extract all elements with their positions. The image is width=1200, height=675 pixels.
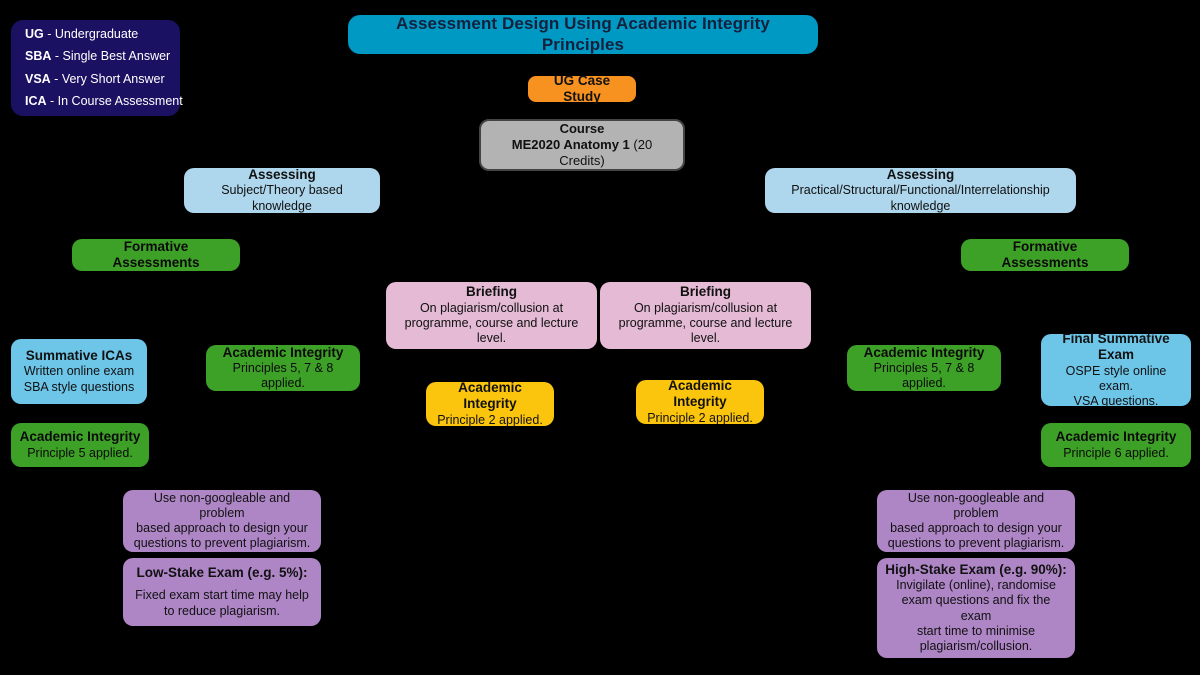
legend-sep: - [50,71,62,86]
right-non-googleable-line1: Use non-googleable and problem [907,490,1045,520]
course-box: Course ME2020 Anatomy 1 (20 Credits) [479,119,685,171]
right-assessing-box: Assessing Practical/Structural/Functiona… [765,167,1076,213]
left-integrity-578-heading: Academic Integrity [222,344,344,360]
left-formative-assessments-box: Formative Assessments [72,239,240,271]
left-non-googleable-line2: based approach to design your [136,521,308,535]
legend-full: Very Short Answer [61,71,165,86]
legend-item: UG - Undergraduate [25,27,138,42]
summative-icas-heading: Summative ICAs [25,348,133,364]
low-stake-exam-line1: Fixed exam start time may help [135,588,309,603]
abbreviation-legend: UG - Undergraduate SBA - Single Best Ans… [11,20,183,116]
left-formative-label: Formative Assessments [112,238,200,270]
ug-case-study-badge: UG Case Study [528,73,636,104]
left-assessing-body: Subject/Theory based knowledge [221,183,343,213]
low-stake-exam-box: Low-Stake Exam (e.g. 5%): Fixed exam sta… [123,558,321,626]
left-non-googleable-line1: Use non-googleable and problem [153,490,291,520]
high-stake-exam-heading: High-Stake Exam (e.g. 90%): [885,561,1067,577]
left-non-googleable-box: Use non-googleable and problem based app… [123,490,321,552]
legend-full: Single Best Answer [62,49,171,64]
right-integrity-p2-heading: Academic Integrity [668,377,732,410]
diagram-title-text: Assessment Design Using Academic Integri… [396,13,770,54]
right-assessing-heading: Assessing [886,167,955,183]
left-non-googleable-line3: questions to prevent plagiarism. [133,536,311,551]
summative-icas-line2: SBA style questions [23,379,135,394]
course-code-name: ME2020 Anatomy 1 [511,137,630,153]
right-integrity-principle2-box: Academic Integrity Principle 2 applied. [636,377,764,425]
legend-item: SBA - Single Best Answer [25,49,170,64]
left-integrity-principle5-box: Academic Integrity Principle 5 applied. [11,423,149,467]
right-integrity-principle6-box: Academic Integrity Principle 6 applied. [1041,423,1191,467]
course-credits: (20 Credits) [559,137,653,168]
final-exam-line1: OSPE style online exam. [1065,363,1167,393]
left-briefing-box: Briefing On plagiarism/collusion at prog… [386,282,597,349]
legend-sep: - [51,49,63,64]
legend-abbr: SBA [25,49,52,64]
diagram-title: Assessment Design Using Academic Integri… [348,13,818,54]
right-briefing-line1: On plagiarism/collusion at [633,300,778,315]
left-assessing-heading: Assessing [248,167,316,183]
right-non-googleable-line3: questions to prevent plagiarism. [887,536,1065,551]
low-stake-exam-line2: to reduce plagiarism. [163,603,281,618]
right-integrity-578-body: Principles 5, 7 & 8 applied. [873,360,975,391]
left-briefing-line2: programme, course and lecture level. [404,316,579,346]
right-integrity-principles578-box: Academic Integrity Principles 5, 7 & 8 a… [847,345,1001,391]
high-stake-exam-line3: start time to minimise [916,623,1036,638]
high-stake-exam-box: High-Stake Exam (e.g. 90%): Invigilate (… [877,558,1075,658]
legend-full: In Course Assessment [57,93,183,108]
right-integrity-p2-body: Principle 2 applied. [647,410,753,425]
high-stake-exam-line4: plagiarism/collusion. [919,639,1033,654]
legend-item: VSA - Very Short Answer [25,72,165,87]
right-integrity-p6-body: Principle 6 applied. [1063,445,1169,460]
legend-abbr: UG [25,27,44,41]
summative-icas-line1: Written online exam [23,364,135,379]
right-briefing-heading: Briefing [679,284,731,300]
left-briefing-heading: Briefing [465,284,517,300]
left-integrity-p5-heading: Academic Integrity [19,429,141,445]
right-integrity-578-heading: Academic Integrity [863,344,985,360]
left-assessing-box: Assessing Subject/Theory based knowledge [184,167,380,213]
high-stake-exam-line1: Invigilate (online), randomise [896,578,1056,593]
right-non-googleable-box: Use non-googleable and problem based app… [877,490,1075,552]
summative-icas-box: Summative ICAs Written online exam SBA s… [11,339,147,404]
left-integrity-578-body: Principles 5, 7 & 8 applied. [232,360,334,391]
right-integrity-p6-heading: Academic Integrity [1055,429,1177,445]
left-integrity-p2-heading: Academic Integrity [458,379,522,412]
legend-full: Undergraduate [54,27,139,41]
final-exam-line2: VSA questions. [1073,394,1159,409]
final-summative-exam-box: Final Summative Exam OSPE style online e… [1041,330,1191,409]
left-integrity-p2-body: Principle 2 applied. [437,412,543,427]
final-exam-heading: Final Summative Exam [1062,330,1170,363]
low-stake-exam-heading: Low-Stake Exam (e.g. 5%): [136,565,308,581]
legend-abbr: VSA [25,71,51,86]
legend-sep: - [46,93,58,108]
legend-item: ICA - In Course Assessment [25,94,183,109]
right-formative-assessments-box: Formative Assessments [961,239,1129,271]
left-briefing-line1: On plagiarism/collusion at [419,300,564,315]
left-integrity-p5-body: Principle 5 applied. [27,445,133,460]
left-integrity-principles578-box: Academic Integrity Principles 5, 7 & 8 a… [206,345,360,391]
ug-case-study-label: UG Case Study [553,72,611,104]
right-briefing-box: Briefing On plagiarism/collusion at prog… [600,282,811,349]
high-stake-exam-line2: exam questions and fix the exam [901,593,1051,623]
course-heading: Course [559,121,605,137]
left-integrity-principle2-box: Academic Integrity Principle 2 applied. [426,379,554,427]
right-assessing-body: Practical/Structural/Functional/Interrel… [791,183,1050,213]
right-non-googleable-line2: based approach to design your [890,521,1062,535]
legend-abbr: ICA [25,93,47,108]
legend-sep: - [43,27,55,41]
right-formative-label: Formative Assessments [1001,238,1089,270]
course-detail: ME2020 Anatomy 1 (20 Credits) [489,137,675,169]
right-briefing-line2: programme, course and lecture level. [618,316,793,346]
